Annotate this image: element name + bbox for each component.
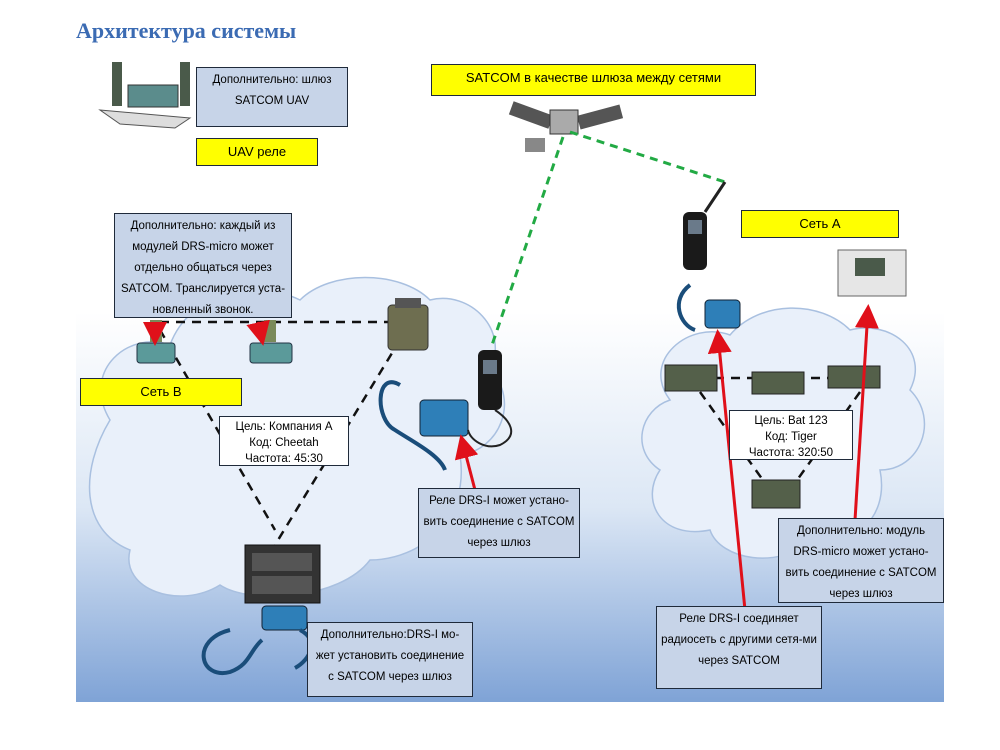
satcom-link-left [490,136,565,346]
network-a-text: Сеть А [799,216,841,231]
drs-i-bottom-callout: Дополнительно:DRS-I мо-жет установить со… [307,622,473,697]
satcom-gateway-text: SATCOM в качестве шлюза между сетями [465,70,722,85]
uav-relay-label: UAV реле [196,138,318,166]
drs-i-bottom-text: Дополнительно:DRS-I мо-жет установить со… [315,629,465,683]
radio-link [158,329,277,531]
network-b-text: Сеть B [140,384,182,399]
target-b-frequency: Частота: 45:30 [245,453,323,465]
radio-link [788,391,862,491]
red-arrow [454,434,479,491]
backpack-radio-icon [387,298,429,351]
drs-i-relay-icon [378,380,469,471]
field-radio-icon [827,365,881,389]
radio-link [698,391,772,491]
satellite-phone-icon [683,181,727,270]
red-arrow [707,329,747,611]
target-b-callout: Цель: Компания А Код: Cheetah Частота: 4… [219,416,349,466]
satcom-uav-callout: Дополнительно: шлюз SATCOM UAV [196,67,348,127]
drs-i-relay-callout: Реле DRS-I может устано-вить соединение … [418,488,580,558]
uav-relay-text: UAV реле [227,144,287,159]
drs-i-connects-callout: Реле DRS-I соединяет радиосеть с другими… [656,606,822,689]
field-radio-icon [751,371,805,395]
drs-i-module-icon [676,283,741,332]
drs-micro-a-callout: Дополнительно: модуль DRS-micro может ус… [778,518,944,603]
field-radio-icon [751,479,801,509]
satcom-uav-text: Дополнительно: шлюз SATCOM UAV [212,74,332,107]
network-b-label: Сеть B [80,378,242,406]
target-b-code: Код: Cheetah [249,437,319,449]
page-title: Архитектура системы [76,18,297,43]
target-a-callout: Цель: Bat 123 Код: Tiger Частота: 320:50 [729,410,853,460]
satcom-link-right [569,130,726,184]
target-a-target: Цель: Bat 123 [754,415,828,427]
drs-i-relay-text: Реле DRS-I может устано-вить соединение … [423,495,575,549]
uav-relay-icon [98,62,192,129]
drs-micro-a-text: Дополнительно: модуль DRS-micro может ус… [785,525,937,600]
satcom-gateway-label: SATCOM в качестве шлюза между сетями [431,64,756,96]
drs-i-module-icon [201,605,314,676]
satellite-icon [508,101,624,152]
target-a-code: Код: Tiger [765,431,817,443]
drs-i-connects-text: Реле DRS-I соединяет радиосеть с другими… [661,613,817,667]
red-arrow [853,304,879,521]
drs-micro-b-text: Дополнительно: каждый из модулей DRS-mic… [120,220,286,316]
target-a-frequency: Частота: 320:50 [748,447,834,459]
radio-stack-icon [244,544,321,604]
drs-micro-module-icon [837,249,907,297]
network-a-label: Сеть А [741,210,899,238]
drs-micro-b-callout: Дополнительно: каждый из модулей DRS-mic… [114,213,292,318]
field-radio-icon [664,364,718,392]
red-arrow [246,319,270,346]
target-b-target: Цель: Компания А [235,421,333,433]
